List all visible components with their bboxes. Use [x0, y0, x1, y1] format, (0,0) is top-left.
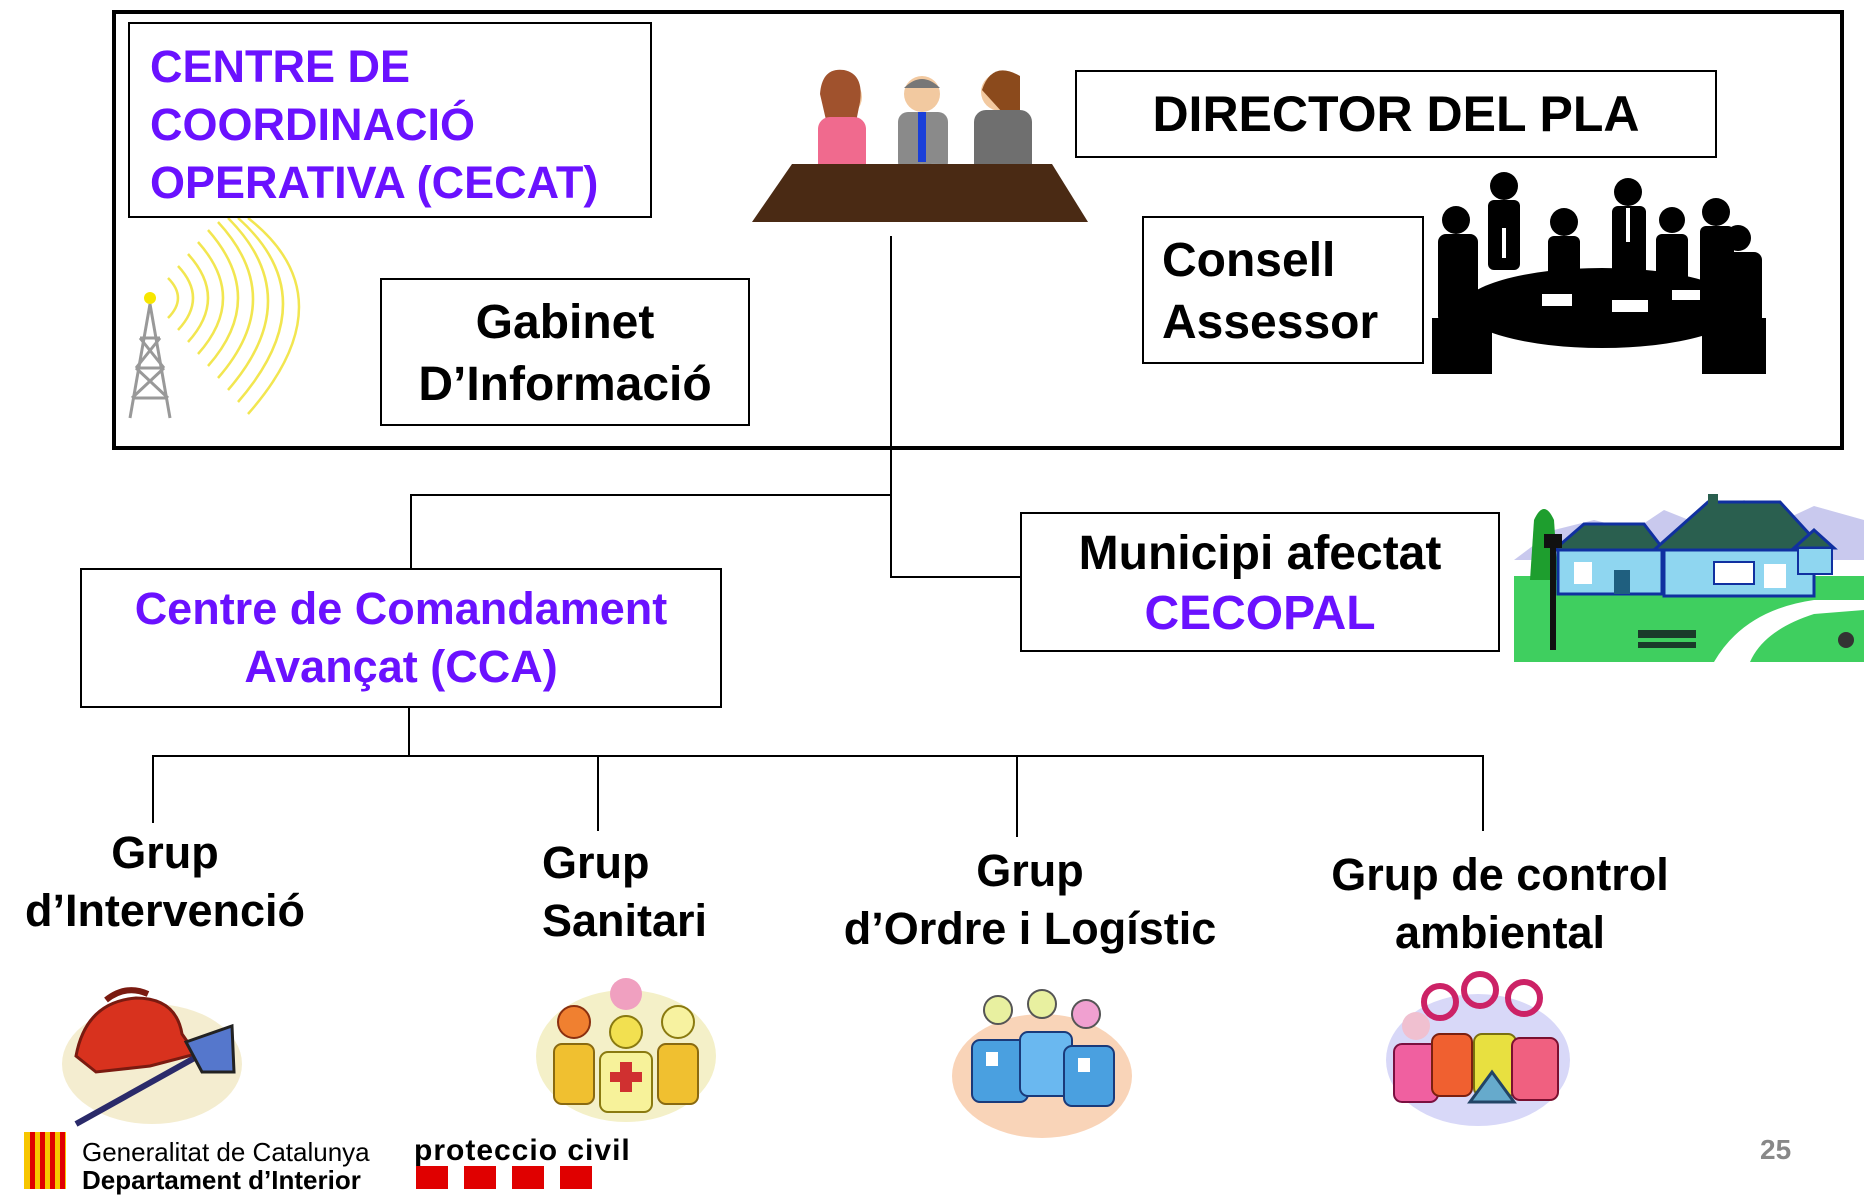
- town-houses-illustration: [1514, 490, 1864, 662]
- connector-line: [1482, 755, 1484, 831]
- brand-bar: [416, 1166, 448, 1189]
- connector-line: [1016, 755, 1018, 837]
- cca-line: Centre de Comandament: [134, 583, 668, 634]
- consell-line: Consell: [1162, 234, 1336, 287]
- gabinet-line: D’Informació: [418, 358, 712, 411]
- brand-bar: [512, 1166, 544, 1189]
- group-line: Sanitari: [542, 895, 708, 946]
- police-logistics-team-icon: [952, 989, 1132, 1138]
- cca-line: Avançat (CCA): [244, 641, 558, 692]
- proteccio-civil-bars: [416, 1166, 594, 1189]
- director-label: DIRECTOR DEL PLA: [1152, 86, 1640, 142]
- proteccio-civil-brand: proteccio civil: [414, 1134, 631, 1167]
- antenna-tower-icon: [128, 218, 301, 419]
- connector-line: [890, 236, 892, 578]
- group-intervencio-label: Grup d’Intervenció: [0, 824, 330, 940]
- group-line: Grup: [111, 827, 219, 878]
- consell-line: Assessor: [1162, 296, 1379, 349]
- board-meeting-illustration: [1432, 172, 1766, 374]
- municipi-line1: Municipi afectat: [1078, 527, 1442, 580]
- group-sanitari-label: Grup Sanitari: [542, 834, 782, 950]
- consell-box: Consell Assessor: [1142, 216, 1424, 364]
- cecat-line: CENTRE DE: [150, 41, 411, 92]
- group-line: ambiental: [1394, 907, 1606, 958]
- group-line: Grup de control: [1331, 849, 1669, 900]
- group-ordre-label: Grup d’Ordre i Logístic: [820, 842, 1240, 958]
- group-line: d’Ordre i Logístic: [843, 903, 1217, 954]
- generalitat-flag-emblem: [24, 1132, 66, 1189]
- connector-line: [890, 576, 1020, 578]
- medical-team-icon: [536, 978, 716, 1122]
- gabinet-line: Gabinet: [475, 296, 655, 349]
- group-line: Grup: [976, 845, 1084, 896]
- connector-line: [152, 755, 154, 823]
- group-ambiental-label: Grup de control ambiental: [1300, 846, 1700, 962]
- page-number: 25: [1760, 1134, 1792, 1165]
- connector-line: [410, 494, 892, 496]
- environmental-control-team-icon: [1386, 971, 1570, 1126]
- cecat-line: COORDINACIÓ: [150, 99, 475, 150]
- cca-box: Centre de Comandament Avançat (CCA): [80, 568, 722, 708]
- meeting-illustration: [752, 69, 1088, 222]
- connector-line: [410, 494, 412, 568]
- connector-line: [408, 708, 410, 756]
- director-box: DIRECTOR DEL PLA: [1075, 70, 1717, 158]
- brand-bar: [464, 1166, 496, 1189]
- top-panel: [112, 10, 1844, 450]
- generalitat-logo-text: Generalitat de Catalunya Departament d’I…: [82, 1138, 370, 1194]
- org-line2: Departament d’Interior: [82, 1165, 361, 1195]
- org-line1: Generalitat de Catalunya: [82, 1137, 370, 1167]
- group-line: d’Intervenció: [24, 885, 306, 936]
- group-line: Grup: [542, 837, 650, 888]
- municipi-box: Municipi afectat CECOPAL: [1020, 512, 1500, 652]
- brand-bar: [560, 1166, 592, 1189]
- cecat-line: OPERATIVA (CECAT): [150, 157, 599, 208]
- connector-line: [152, 755, 1484, 757]
- connector-line: [597, 755, 599, 831]
- firefighter-helmet-axe-icon: [62, 987, 242, 1127]
- cecat-box: CENTRE DE COORDINACIÓ OPERATIVA (CECAT): [128, 22, 652, 218]
- gabinet-box: Gabinet D’Informació: [380, 278, 750, 426]
- municipi-line2: CECOPAL: [1144, 587, 1376, 640]
